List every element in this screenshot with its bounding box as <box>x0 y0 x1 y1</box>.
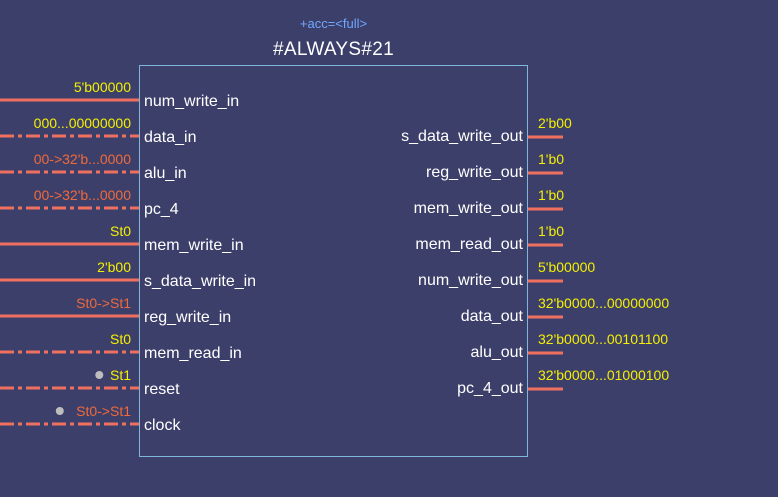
input-value-reg-write-in: St0->St1 <box>76 295 131 311</box>
output-value-mem-write-out: 1'b0 <box>538 187 565 203</box>
output-value-s-data-write-out: 2'b00 <box>538 115 572 131</box>
output-port-mem-read-out[interactable]: mem_read_out <box>415 236 523 253</box>
input-value-mem-read-in: St0 <box>109 331 131 347</box>
input-port-pc-4[interactable]: pc_4 <box>144 201 179 218</box>
output-port-alu-out[interactable]: alu_out <box>470 344 524 361</box>
output-port-pc-4-out[interactable]: pc_4_out <box>457 380 523 397</box>
input-value-s-data-write-in: 2'b00 <box>97 259 131 275</box>
input-port-s-data-write-in[interactable]: s_data_write_in <box>144 273 257 290</box>
output-port-mem-write-out[interactable]: mem_write_out <box>413 200 523 217</box>
input-value-alu-in: 00->32'b...0000 <box>33 151 131 167</box>
input-value-clock: St0->St1 <box>76 403 131 419</box>
input-port-clock[interactable]: clock <box>144 417 181 434</box>
input-value-data-in: 000...00000000 <box>33 115 131 131</box>
output-value-alu-out: 32'b0000...00101100 <box>538 331 669 347</box>
output-value-data-out: 32'b0000...00000000 <box>538 295 670 311</box>
input-port-reg-write-in[interactable]: reg_write_in <box>144 309 232 326</box>
output-port-data-out[interactable]: data_out <box>460 308 523 325</box>
input-port-mem-write-in[interactable]: mem_write_in <box>144 237 244 254</box>
input-value-pc-4: 00->32'b...0000 <box>33 187 131 203</box>
output-port-s-data-write-out[interactable]: s_data_write_out <box>401 128 523 145</box>
input-port-data-in[interactable]: data_in <box>144 129 197 146</box>
output-value-mem-read-out: 1'b0 <box>538 223 565 239</box>
output-port-reg-write-out[interactable]: reg_write_out <box>426 164 523 181</box>
output-value-reg-write-out: 1'b0 <box>538 151 565 167</box>
input-value-num-write-in: 5'b00000 <box>73 79 131 95</box>
output-value-num-write-out: 5'b00000 <box>538 259 596 275</box>
input-value-mem-write-in: St0 <box>109 223 131 239</box>
input-port-num-write-in[interactable]: num_write_in <box>144 93 240 110</box>
block-annotation: +acc=<full> <box>299 16 368 31</box>
block-title: #ALWAYS#21 <box>273 39 394 60</box>
input-port-alu-in[interactable]: alu_in <box>144 165 187 182</box>
marker-dot-clock <box>55 407 64 415</box>
input-value-reset: St1 <box>109 367 131 383</box>
input-port-mem-read-in[interactable]: mem_read_in <box>144 345 242 362</box>
output-value-pc-4-out: 32'b0000...01000100 <box>538 367 670 383</box>
marker-dot-reset <box>95 371 104 379</box>
output-port-num-write-out[interactable]: num_write_out <box>418 272 523 289</box>
always-block[interactable] <box>139 65 528 457</box>
input-port-reset[interactable]: reset <box>144 381 180 398</box>
